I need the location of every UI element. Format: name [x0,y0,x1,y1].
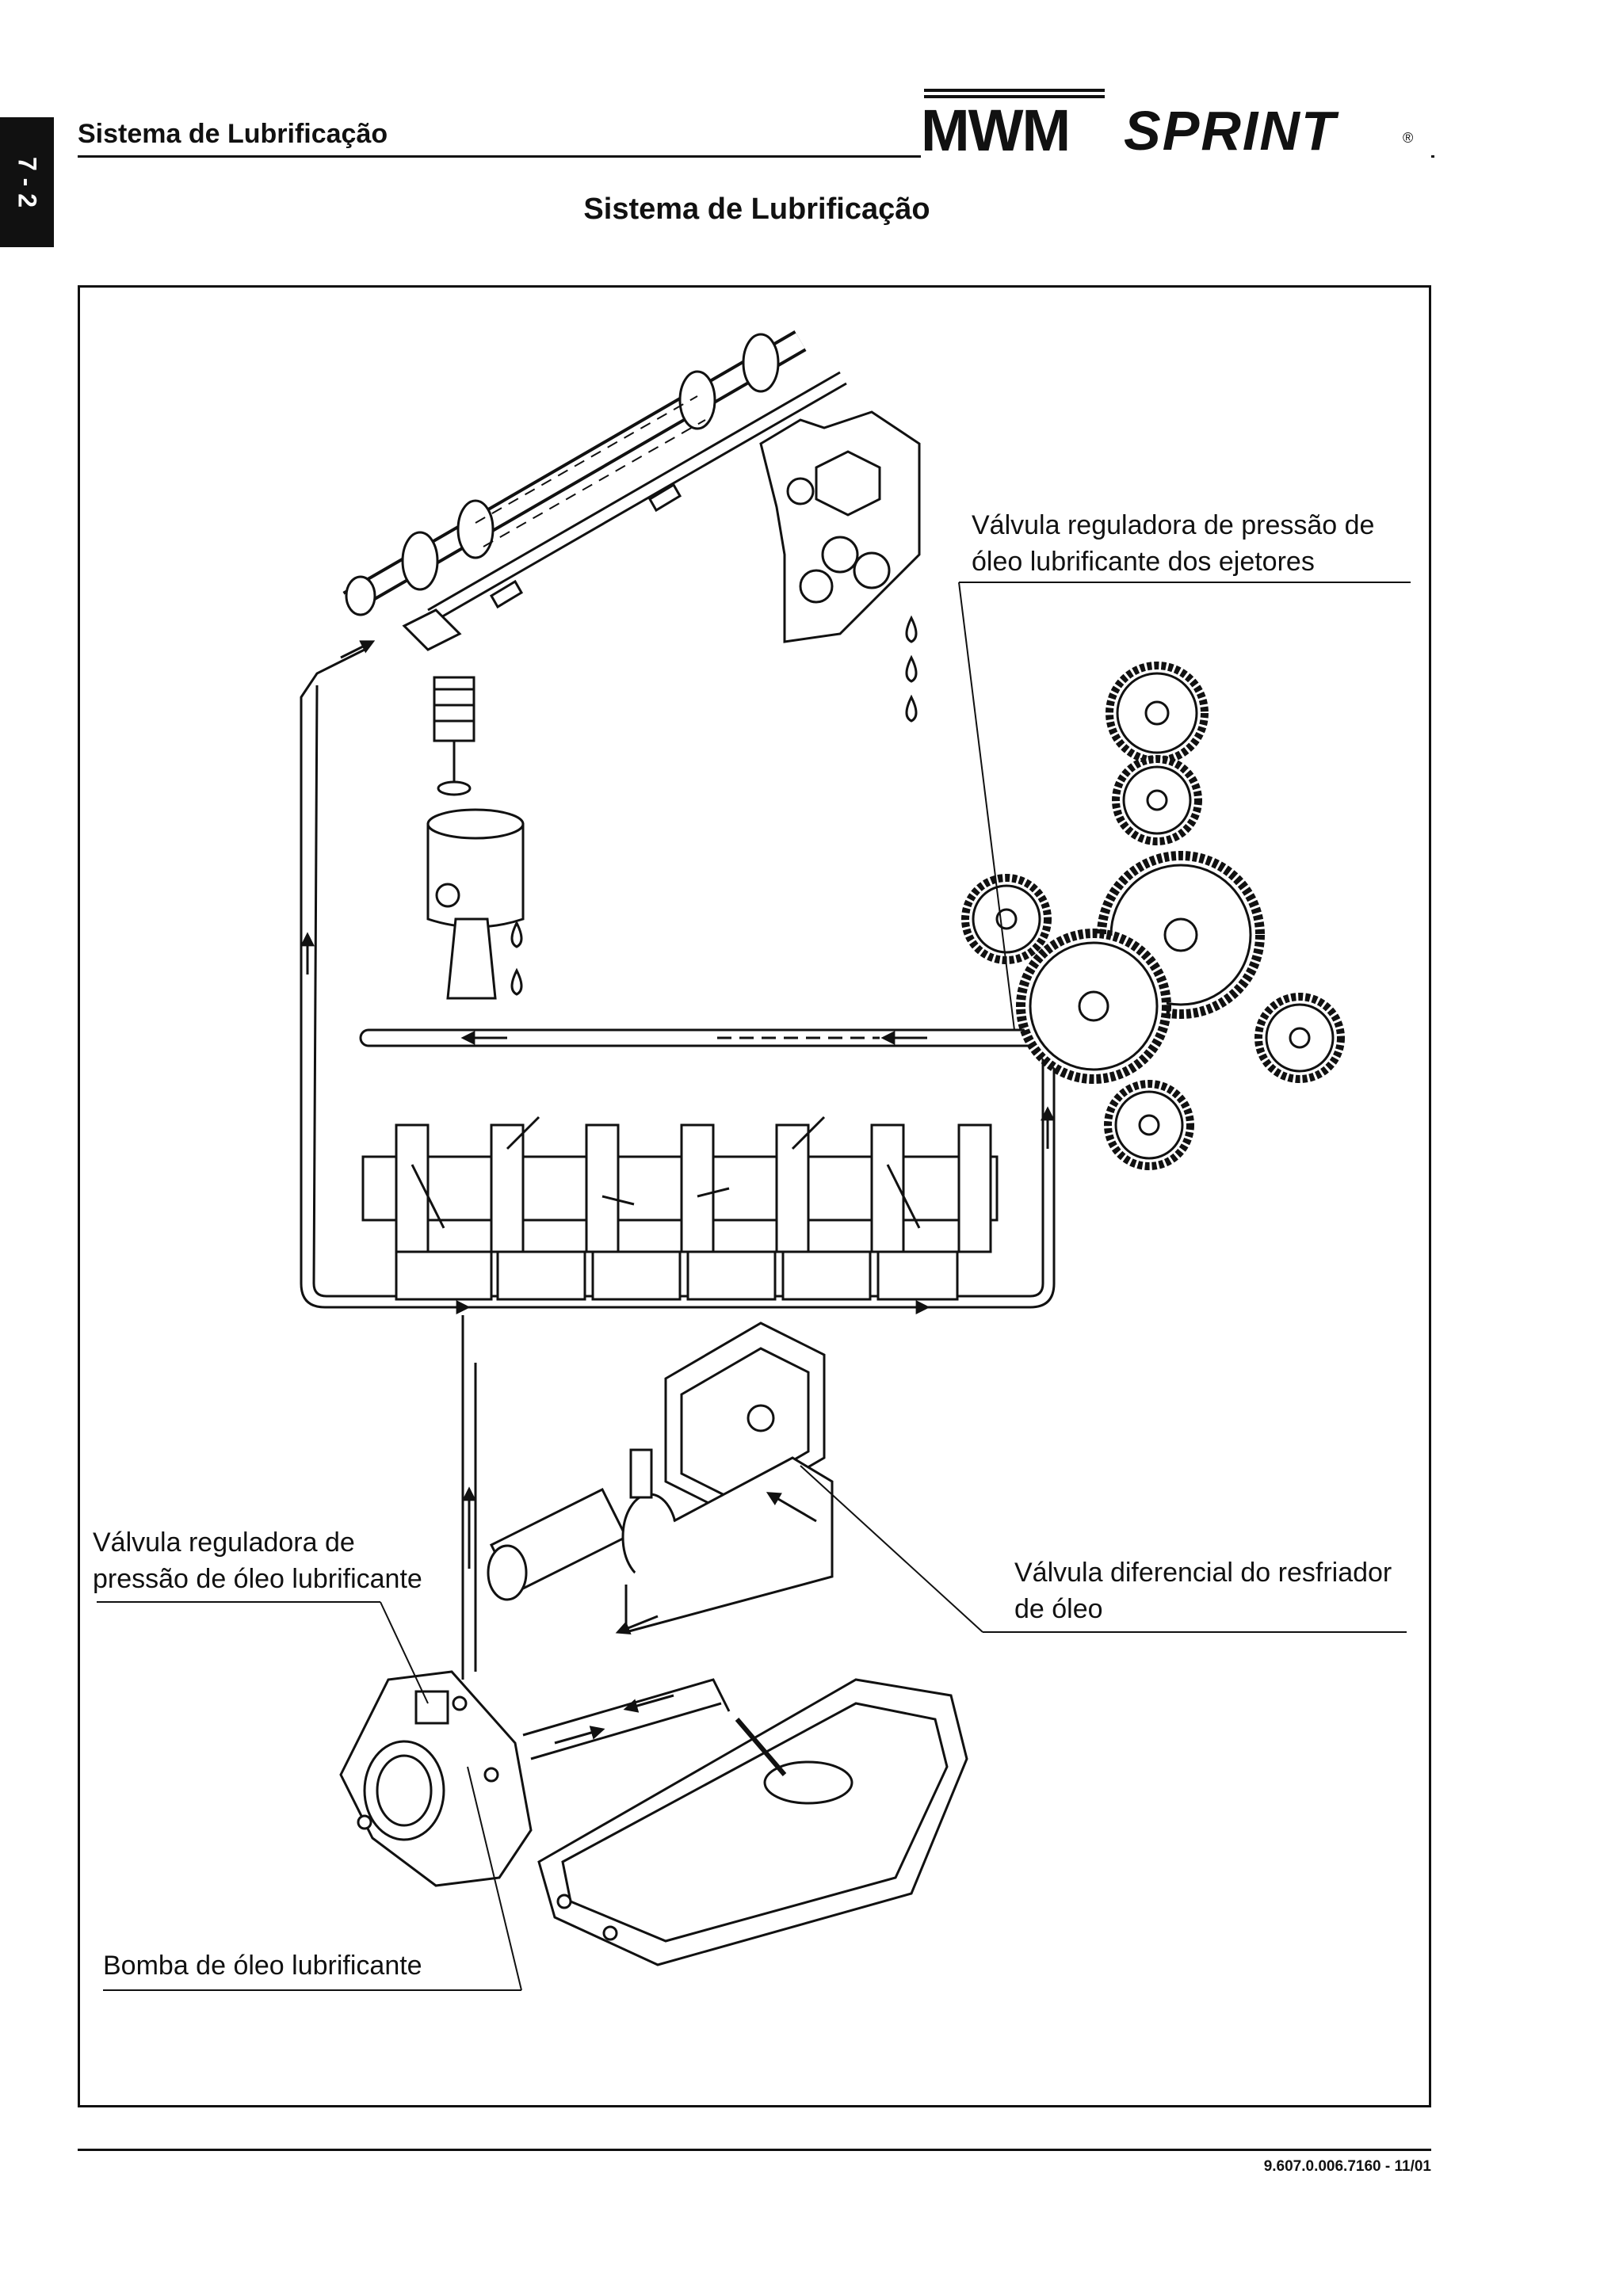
oil-pan [537,1678,968,1966]
brand-logo: MWM SPRINT ® [921,84,1431,162]
logo-registered-mark: ® [1403,130,1414,146]
oil-pump [339,1670,533,1887]
callout-line: óleo lubrificante dos ejetores [972,547,1315,577]
callout-line: Válvula reguladora de [93,1527,355,1558]
chapter-tab: 7 - 2 [0,117,54,247]
footer-rule [78,2149,1431,2151]
callout-oil-pump: Bomba de óleo lubrificante [103,1947,422,1984]
callout-pressure-valve: Válvula reguladora de pressão de óleo lu… [93,1524,422,1597]
document-code: 9.607.0.006.7160 - 11/01 [1263,2158,1431,2175]
header-rule [78,155,921,158]
valve-spring [402,608,475,796]
logo-model: SPRINT [1124,100,1337,162]
callout-line: pressão de óleo lubrificante [93,1564,422,1594]
diagram-frame [78,285,1431,2107]
logo-brand: MWM [921,97,1071,163]
callout-cooler-valve: Válvula diferencial do resfriador de óle… [1014,1554,1392,1627]
callout-line: Válvula reguladora de pressão de [972,510,1375,540]
timing-gears [961,662,1345,1170]
oil-drops-head [905,615,918,723]
crankshaft [361,1116,999,1301]
piston-conrod [426,808,525,1000]
callout-line: de óleo [1014,1594,1103,1624]
page-title: Sistema de Lubrificação [583,193,930,226]
cylinder-head [759,410,921,643]
oil-cooler-filter [461,1315,834,1680]
oil-drops-piston [510,920,523,996]
section-title: Sistema de Lubrificação [78,119,388,149]
callout-line: Válvula diferencial do resfriador [1014,1558,1392,1588]
rocker-rail [427,371,847,623]
callout-line: Bomba de óleo lubrificante [103,1951,422,1981]
suction-pipe [522,1678,731,1760]
camshaft [342,330,807,616]
callout-ejector-valve: Válvula reguladora de pressão de óleo lu… [972,507,1374,580]
leader-lines [97,582,1411,1991]
header-rule-end [1431,155,1434,158]
logo-bars [924,89,1105,101]
